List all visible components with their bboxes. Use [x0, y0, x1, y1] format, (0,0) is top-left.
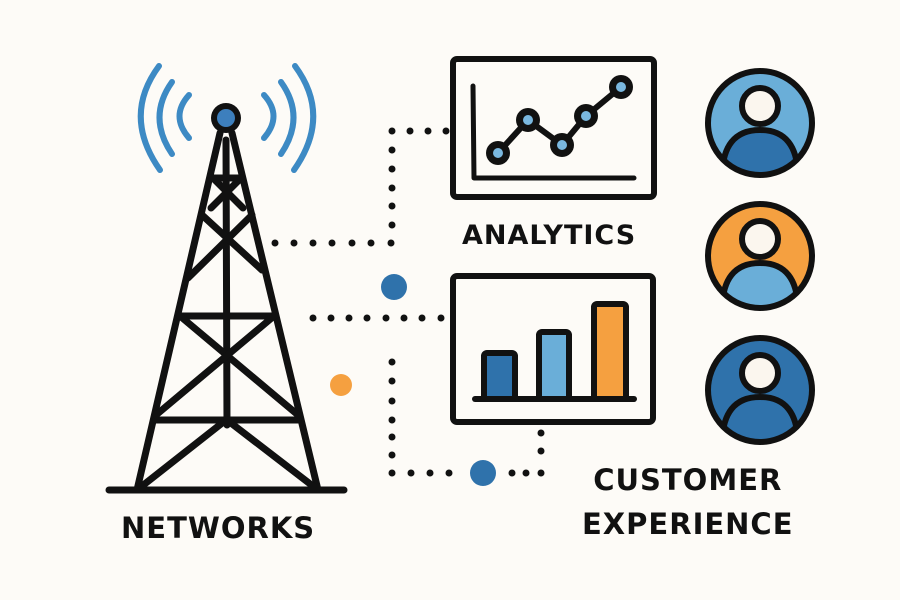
line-chart-icon — [450, 56, 657, 200]
user-avatar-icon-2 — [705, 201, 815, 311]
customer-experience-line1: CUSTOMER — [593, 463, 783, 497]
bar-3 — [591, 301, 629, 402]
signal-waves-icon — [137, 63, 317, 173]
accent-dot-orange — [330, 374, 352, 396]
user-avatar-icon-3 — [705, 335, 815, 445]
accent-dot-blue — [381, 274, 407, 300]
user-avatar-icon-1 — [705, 68, 815, 178]
customer-experience-line2: EXPERIENCE — [582, 507, 794, 541]
customer-experience-label: CUSTOMER EXPERIENCE — [582, 458, 794, 546]
bar-chart-icon — [450, 273, 656, 425]
networks-label: NETWORKS — [121, 511, 316, 545]
bar-1 — [481, 350, 518, 402]
dotted-connectors — [271, 127, 545, 477]
cell-tower-icon — [105, 63, 348, 494]
accent-dot-blue-small — [470, 460, 496, 486]
bar-2 — [536, 329, 572, 402]
analytics-label: ANALYTICS — [462, 220, 637, 251]
